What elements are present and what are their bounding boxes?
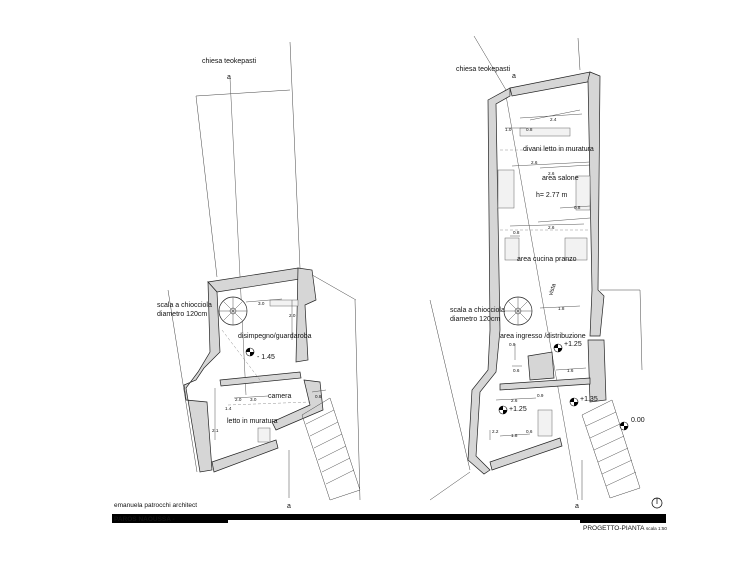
right-level-side: +1.35 bbox=[580, 396, 598, 403]
left-plan: chiesa teokepasti a a scala a chiocciola… bbox=[157, 41, 361, 510]
sheet-label: PROGETTO-PIANTA bbox=[583, 525, 645, 532]
left-level-symbol bbox=[245, 347, 255, 357]
right-dim-2: 1.0 bbox=[505, 127, 512, 132]
title-bar-right bbox=[228, 514, 666, 521]
title-block: emanuela patrocchi architect PAROS NAOUS… bbox=[112, 502, 667, 532]
right-table bbox=[504, 237, 520, 261]
left-walls bbox=[183, 267, 324, 473]
right-mid-wall bbox=[499, 377, 591, 391]
right-section-mark-top: a bbox=[512, 73, 516, 80]
right-context-lines bbox=[429, 35, 643, 501]
right-north-wall bbox=[509, 71, 599, 97]
right-east-lower-wall bbox=[587, 339, 607, 403]
right-plan: chiesa teokepasti a a divani letto in mu… bbox=[429, 35, 663, 510]
right-dim-7: 2.6 bbox=[548, 225, 555, 230]
right-furniture bbox=[497, 127, 591, 437]
right-dim-4: 2.6 bbox=[531, 160, 538, 165]
right-sofa-west bbox=[497, 169, 515, 209]
right-dim-16: 1.8 bbox=[511, 433, 518, 438]
right-counter bbox=[564, 237, 588, 261]
location-label: PAROS NAOUSSA - bbox=[114, 516, 175, 523]
right-level-symbol-lower bbox=[498, 405, 508, 415]
left-south-wall bbox=[211, 439, 279, 473]
left-west-wall bbox=[183, 281, 221, 473]
author-label: emanuela patrocchi architect bbox=[114, 502, 197, 509]
left-north-wall bbox=[207, 267, 301, 293]
left-east-wall bbox=[295, 267, 317, 363]
right-stair-label-2: diametro 120cm bbox=[450, 316, 500, 323]
right-stair-label-1: scala a chiocciola bbox=[450, 307, 505, 314]
right-dim-13: 2.6 bbox=[511, 398, 518, 403]
title-bar-left bbox=[112, 514, 232, 523]
right-dim-1: 2.4 bbox=[550, 117, 557, 122]
right-bed-block bbox=[537, 409, 553, 437]
title-bar-gap bbox=[228, 520, 666, 523]
left-east-wall-lower bbox=[271, 379, 324, 431]
right-dim-15: 2.2 bbox=[492, 429, 499, 434]
left-bed-label: letto in muratura bbox=[227, 418, 278, 425]
left-level-label: - 1.45 bbox=[257, 354, 275, 361]
left-bed-block bbox=[257, 427, 271, 443]
right-sofas-label: divani letto in muratura bbox=[523, 146, 594, 153]
north-arrow-icon bbox=[651, 497, 663, 509]
title-bar-wave bbox=[200, 514, 232, 523]
left-section-mark-bottom: a bbox=[287, 503, 291, 510]
right-dim-5: 2.6 bbox=[548, 171, 555, 176]
left-inner-wall bbox=[219, 371, 302, 387]
right-dim-11: 0.6 bbox=[513, 368, 520, 373]
left-wardrobe bbox=[269, 299, 299, 307]
right-level-symbol-side bbox=[569, 397, 579, 407]
left-dim-6: 2.1 bbox=[212, 428, 219, 433]
right-east-wall bbox=[587, 71, 605, 337]
left-bedroom-label: camera bbox=[268, 393, 291, 400]
left-hall-label: disimpegno/guardaroba bbox=[238, 333, 312, 340]
left-spiral-stair bbox=[218, 296, 248, 326]
right-spiral-stair bbox=[503, 296, 533, 326]
left-stair-label-1: scala a chiocciola bbox=[157, 302, 212, 309]
right-kitchen-label: area cucina pranzo bbox=[517, 256, 577, 263]
right-dim-9: 1.8 bbox=[558, 306, 565, 311]
title-bar-right-lower bbox=[580, 520, 666, 523]
right-section-mark-bottom: a bbox=[575, 503, 579, 510]
right-level-street: 0.00 bbox=[631, 417, 645, 424]
left-dim-3: 2.0 bbox=[235, 397, 242, 402]
right-walls bbox=[467, 71, 607, 475]
left-church-label: chiesa teokepasti bbox=[202, 58, 257, 65]
right-dim-8: 0.8 bbox=[513, 230, 520, 235]
right-exterior-stair bbox=[581, 399, 641, 499]
right-church-label: chiesa teokepasti bbox=[456, 66, 511, 73]
right-view-label: vista bbox=[548, 282, 558, 296]
right-level-entrance: +1.25 bbox=[564, 341, 582, 348]
left-dim-2: 2.0 bbox=[289, 313, 296, 318]
right-level-lower: +1.25 bbox=[509, 406, 527, 413]
left-section-mark-top: a bbox=[227, 74, 231, 81]
right-level-symbol-street bbox=[619, 421, 629, 431]
right-dim-14: 0.9 bbox=[537, 393, 544, 398]
right-south-wall bbox=[489, 437, 563, 471]
right-entrance-label: area ingresso /distribuzione bbox=[500, 333, 586, 340]
left-fixtures bbox=[221, 299, 299, 443]
right-dimension-lines bbox=[489, 113, 591, 440]
left-dim-5: 1.4 bbox=[225, 406, 232, 411]
left-dim-4: 3.0 bbox=[250, 397, 257, 402]
right-sofa-east bbox=[575, 175, 591, 211]
right-living-label: area salone bbox=[542, 175, 579, 182]
right-dim-12: 1.6 bbox=[567, 368, 574, 373]
left-dimension-lines bbox=[214, 298, 327, 440]
right-west-wall bbox=[467, 87, 511, 475]
left-dim-7: 0.8 bbox=[315, 394, 322, 399]
right-dim-3: 0.8 bbox=[526, 127, 533, 132]
right-height-label: h= 2.77 m bbox=[536, 192, 567, 199]
left-stair-label-2: diametro 120cm bbox=[157, 311, 207, 318]
right-dim-17: 0.6 bbox=[526, 429, 533, 434]
scale-label: scala 1:50 bbox=[646, 526, 667, 531]
right-dim-10: 0.9 bbox=[509, 342, 516, 347]
right-inner-block bbox=[527, 351, 555, 381]
right-shelf bbox=[519, 127, 571, 137]
left-exterior-stair bbox=[301, 397, 361, 501]
right-dim-6: 0.8 bbox=[574, 205, 581, 210]
left-dim-1: 3.0 bbox=[258, 301, 265, 306]
right-level-symbol-entrance bbox=[553, 343, 563, 353]
